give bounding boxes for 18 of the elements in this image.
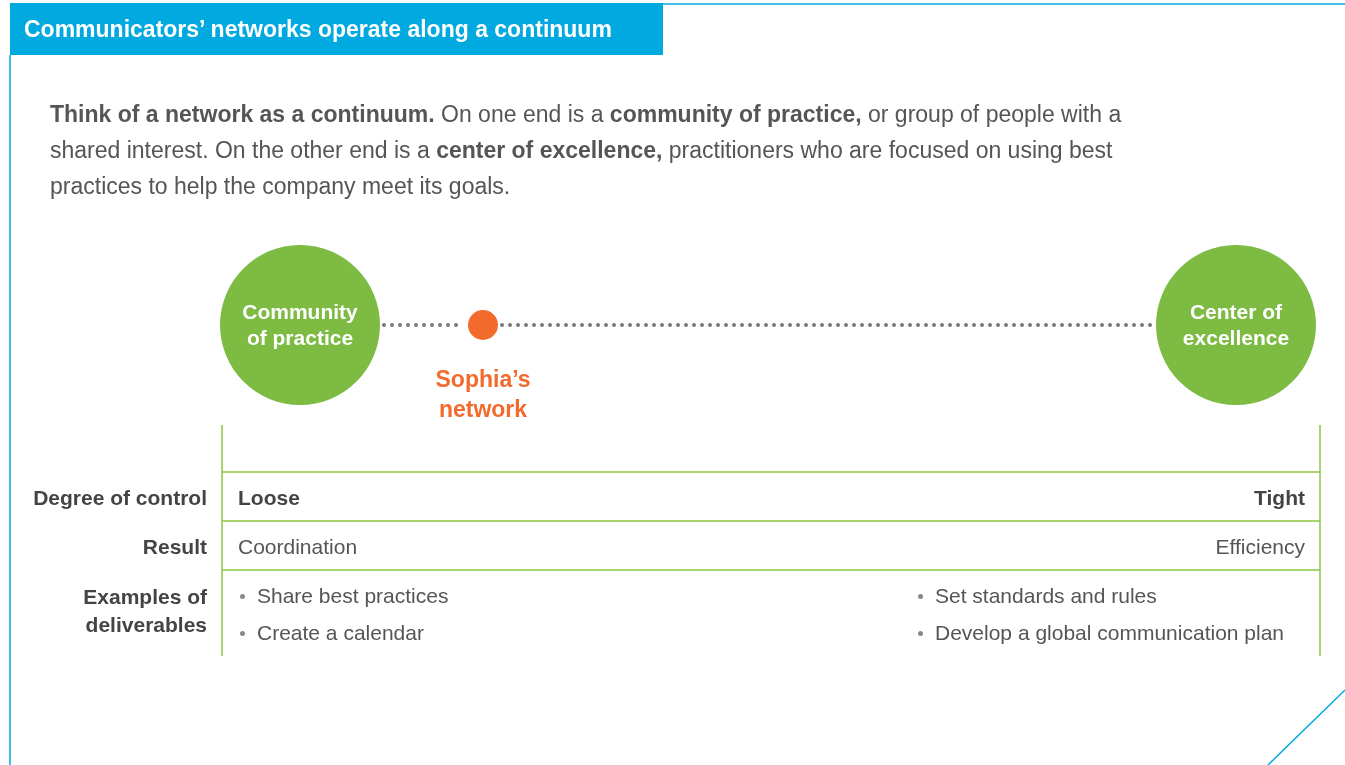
row-header: Degree of control	[33, 485, 207, 511]
connector-line	[500, 323, 1154, 327]
intro-paragraph: Think of a network as a continuum. On one end is a community of practice, or group of people with a shared interest. On the other end is a center of excellence, practitioners who are focused on using best practices to help the company meet its goals.	[50, 100, 1123, 201]
title-banner: Communicators’ networks operate along a continuum	[10, 3, 663, 55]
marker-dot	[468, 310, 498, 340]
bullet-item: Develop a global communication plan	[916, 620, 1285, 646]
table-cell-text: Coordination	[238, 534, 358, 560]
node-label: Center of excellence	[1181, 299, 1291, 351]
bullet-item: Set standards and rules	[916, 583, 1157, 609]
node-label: Community of practice	[241, 299, 359, 351]
bullet-item: Create a calendar	[238, 620, 424, 646]
table-cell-text: Loose	[238, 485, 300, 511]
table-cell-text: Tight	[1254, 485, 1305, 511]
row-header: Result	[142, 534, 207, 560]
row-header: Examples of deliverables	[82, 584, 207, 638]
node-caption: Sophia’s network	[434, 365, 532, 424]
table-cell-text: Efficiency	[1215, 534, 1305, 560]
bullet-item: Share best practices	[238, 583, 449, 609]
